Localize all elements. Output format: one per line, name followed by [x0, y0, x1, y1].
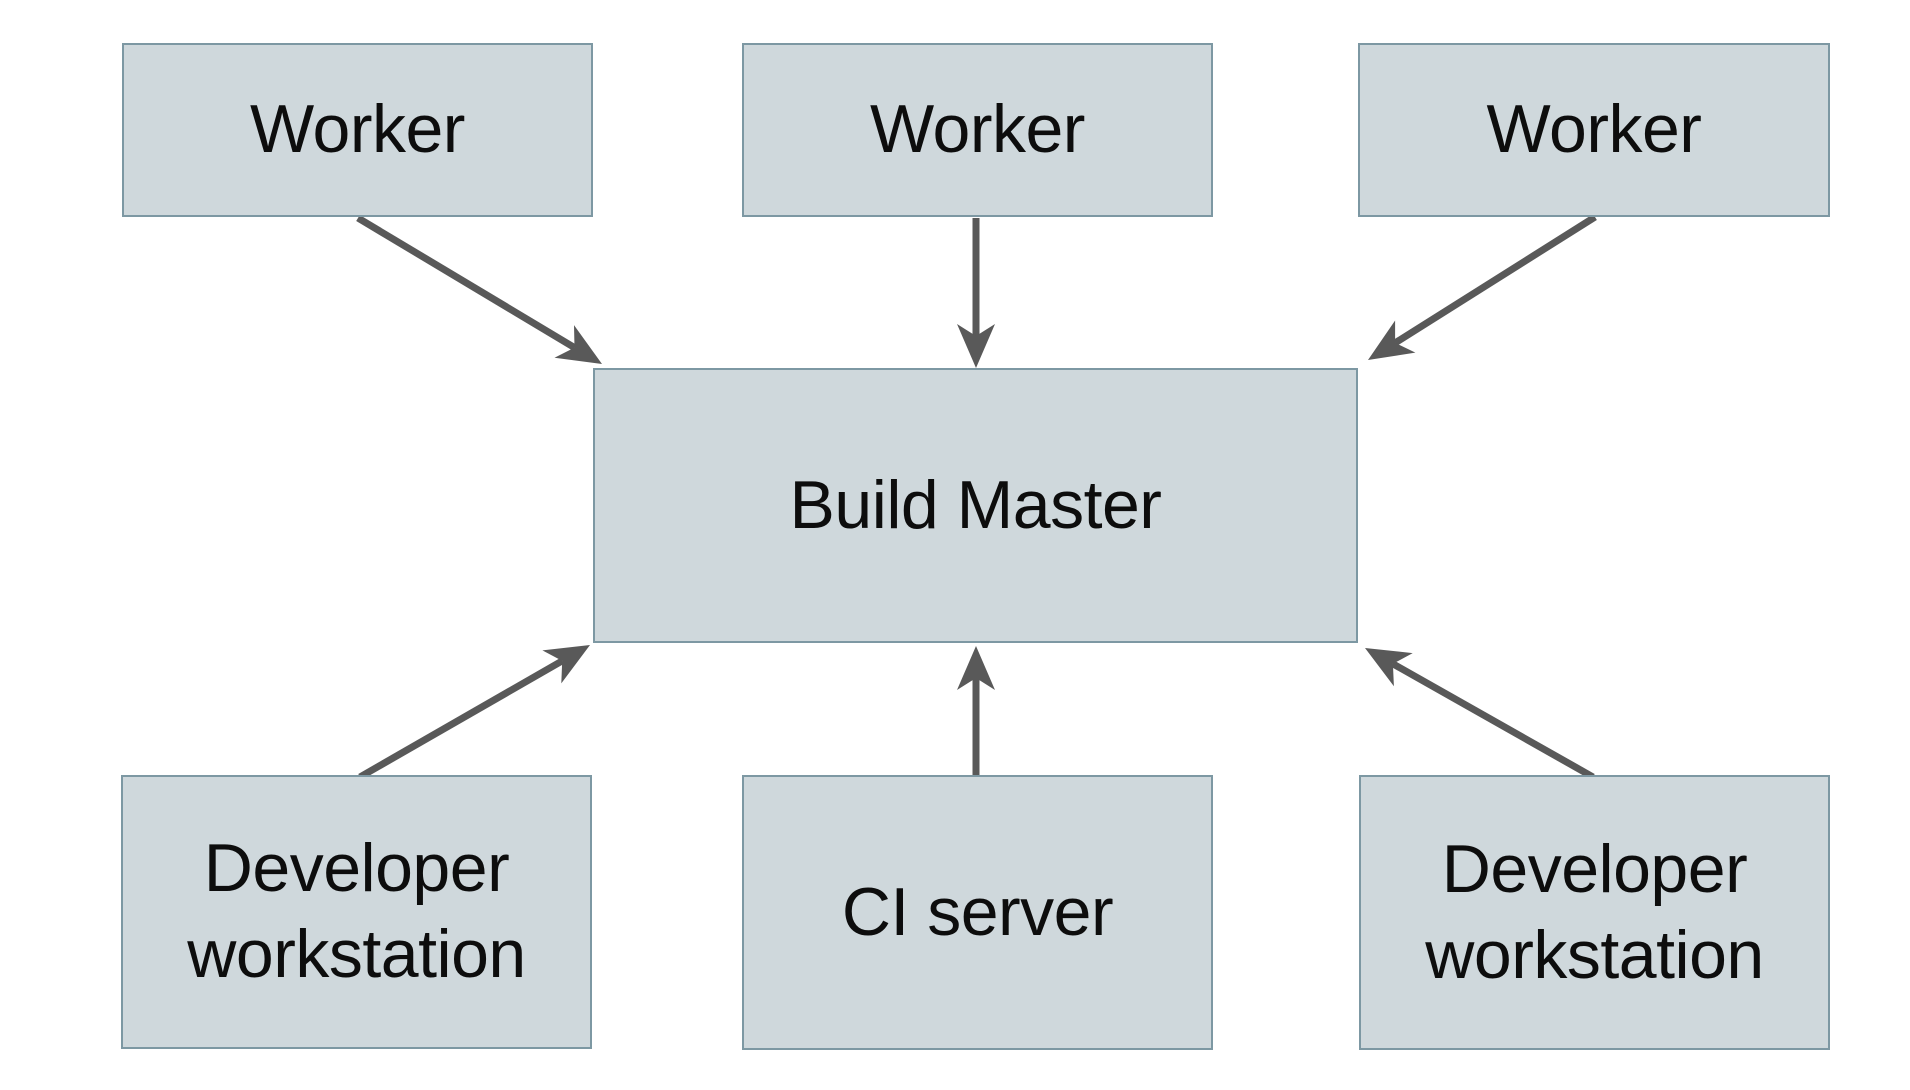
arrow-dev-workstation-right-to-build-master — [1365, 648, 1595, 781]
node-worker-3: Worker — [1358, 43, 1830, 217]
node-worker-3-label: Worker — [1486, 91, 1702, 168]
node-dev-workstation-left-label: Developer workstation — [187, 830, 526, 992]
arrow-dev-workstation-left-to-build-master — [358, 645, 590, 781]
node-build-master-label: Build Master — [789, 466, 1162, 543]
node-build-master: Build Master — [593, 368, 1358, 643]
arrow-worker-3-to-build-master — [1368, 214, 1597, 360]
arrow-worker-2-to-build-master — [957, 218, 995, 368]
node-worker-1-label: Worker — [250, 91, 465, 168]
node-dev-workstation-left: Developer workstation — [121, 775, 592, 1049]
arrow-ci-server-to-build-master — [957, 646, 995, 776]
node-ci-server: CI server — [742, 775, 1213, 1050]
node-dev-workstation-right: Developer workstation — [1359, 775, 1830, 1050]
node-dev-workstation-right-label: Developer workstation — [1425, 830, 1764, 993]
node-worker-2: Worker — [742, 43, 1213, 217]
arrow-worker-1-to-build-master — [356, 214, 602, 364]
node-ci-server-label: CI server — [841, 873, 1114, 950]
node-worker-1: Worker — [122, 43, 593, 217]
node-worker-2-label: Worker — [870, 91, 1085, 168]
